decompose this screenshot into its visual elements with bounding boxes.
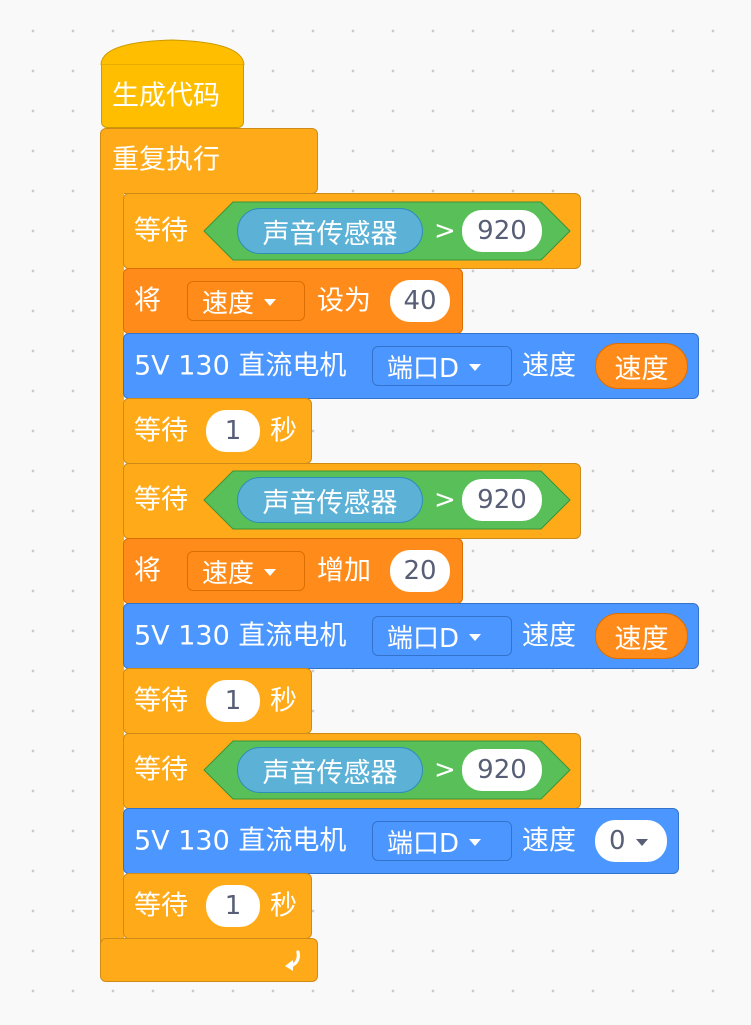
seconds-input[interactable]: 1	[206, 680, 260, 722]
chevron-down-icon	[264, 569, 277, 576]
seconds-unit-label: 秒	[270, 685, 297, 717]
wait-seconds-block[interactable]	[123, 873, 312, 939]
chevron-down-icon	[264, 299, 277, 306]
threshold-input[interactable]: 920	[462, 749, 542, 791]
seconds-input[interactable]: 1	[206, 885, 260, 927]
seconds-unit-label: 秒	[270, 890, 297, 922]
change-variable-label: 将	[134, 555, 161, 587]
forever-block[interactable]	[100, 128, 318, 194]
set-value-input[interactable]: 40	[390, 280, 450, 322]
operator-symbol: >	[434, 485, 456, 515]
change-value-input[interactable]: 20	[390, 550, 450, 592]
set-to-label: 设为	[317, 285, 371, 317]
wait-seconds-label: 等待	[134, 890, 188, 922]
dc-motor-label: 5V 130 直流电机	[134, 825, 347, 857]
set-variable-label: 将	[134, 285, 161, 317]
loop-arrow-icon	[285, 950, 300, 971]
dc-motor-label: 5V 130 直流电机	[134, 350, 347, 382]
port-dropdown[interactable]: 端口D	[372, 821, 512, 861]
chevron-down-icon	[635, 839, 648, 846]
sound-sensor-reporter[interactable]: 声音传感器	[237, 208, 423, 254]
wait-seconds-label: 等待	[134, 415, 188, 447]
forever-block-label: 重复执行	[112, 144, 220, 176]
sound-sensor-reporter[interactable]: 声音传感器	[237, 747, 423, 793]
speed-label: 速度	[522, 350, 576, 382]
speed-variable-reporter[interactable]: 速度	[595, 343, 688, 389]
operator-symbol: >	[434, 216, 456, 246]
speed-dropdown[interactable]: 0	[595, 820, 667, 862]
chevron-down-icon	[469, 634, 482, 641]
speed-dropdown-value: 0	[609, 826, 626, 856]
variable-dropdown-value: 速度	[202, 558, 255, 589]
threshold-input[interactable]: 920	[462, 479, 542, 521]
variable-dropdown[interactable]: 速度	[187, 551, 305, 591]
seconds-input[interactable]: 1	[206, 410, 260, 452]
chevron-down-icon	[469, 364, 482, 371]
port-dropdown-value: 端口D	[387, 623, 460, 654]
chevron-down-icon	[469, 839, 482, 846]
port-dropdown-value: 端口D	[387, 828, 460, 859]
sound-sensor-reporter[interactable]: 声音传感器	[237, 477, 423, 523]
speed-label: 速度	[522, 825, 576, 857]
port-dropdown[interactable]: 端口D	[372, 616, 512, 656]
hat-block-cap	[100, 39, 245, 65]
speed-variable-reporter[interactable]: 速度	[595, 613, 688, 659]
dc-motor-label: 5V 130 直流电机	[134, 620, 347, 652]
variable-dropdown-value: 速度	[202, 288, 255, 319]
wait-until-label: 等待	[134, 215, 188, 247]
seconds-unit-label: 秒	[270, 415, 297, 447]
forever-block-footer[interactable]	[100, 938, 318, 982]
operator-symbol: >	[434, 755, 456, 785]
threshold-input[interactable]: 920	[462, 210, 542, 252]
speed-label: 速度	[522, 620, 576, 652]
wait-until-label: 等待	[134, 484, 188, 516]
hat-block-label: 生成代码	[112, 80, 220, 112]
port-dropdown-value: 端口D	[387, 353, 460, 384]
port-dropdown[interactable]: 端口D	[372, 346, 512, 386]
wait-seconds-label: 等待	[134, 685, 188, 717]
wait-until-label: 等待	[134, 754, 188, 786]
variable-dropdown[interactable]: 速度	[187, 281, 305, 321]
forever-block-arm	[100, 160, 124, 960]
change-by-label: 增加	[317, 555, 371, 587]
